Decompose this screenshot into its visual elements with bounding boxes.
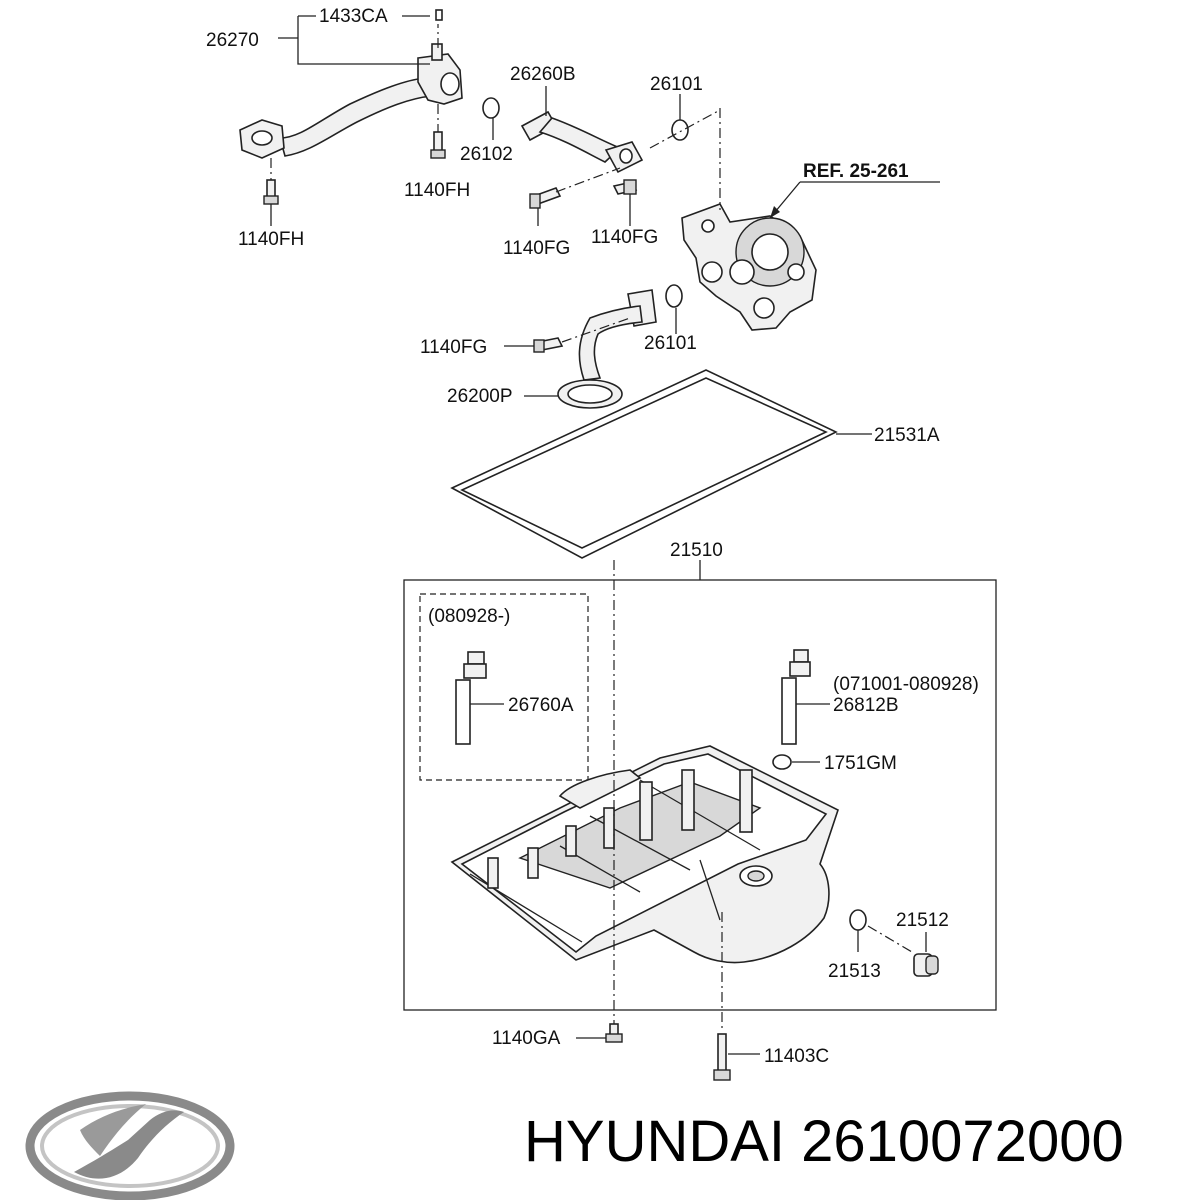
brand-caption: HYUNDAI 2610072000 — [524, 1109, 1124, 1174]
bolt-1140FG-right[interactable] — [612, 179, 638, 195]
label-1751GM: 1751GM — [824, 753, 897, 774]
bolt-1433CA[interactable] — [435, 9, 443, 21]
label-1140GA: 1140GA — [492, 1028, 561, 1049]
label-1140FG-left: 1140FG — [503, 238, 570, 259]
bolt-11403C[interactable] — [713, 1033, 731, 1081]
gasket-21531A[interactable] — [450, 369, 838, 559]
oil-pan-21510[interactable] — [450, 745, 839, 964]
oring-26101-mid[interactable] — [665, 284, 683, 308]
label-1140FG-strainer: 1140FG — [420, 337, 487, 358]
oring-26101-top[interactable] — [671, 119, 689, 141]
label-11403C: 11403C — [764, 1046, 829, 1067]
label-071001-080928: (071001-080928) — [833, 674, 979, 695]
label-ref-25-261: REF. 25-261 — [803, 161, 909, 182]
oil-tube-26260B[interactable] — [520, 110, 644, 174]
bolt-1140FH-left[interactable] — [263, 179, 279, 205]
label-21531A: 21531A — [874, 425, 940, 446]
label-26101-mid: 26101 — [644, 333, 697, 354]
label-26270: 26270 — [206, 30, 259, 51]
oil-strainer-26200P[interactable] — [557, 289, 657, 409]
label-21512: 21512 — [896, 910, 949, 931]
oil-pipe-26270[interactable] — [239, 43, 463, 159]
gasket-21513[interactable] — [849, 909, 867, 931]
label-1140FG-right: 1140FG — [591, 227, 658, 248]
label-26200P: 26200P — [447, 386, 513, 407]
gasket-26102[interactable] — [482, 97, 500, 119]
oring-1751GM[interactable] — [772, 754, 792, 770]
label-26102: 26102 — [460, 144, 513, 165]
label-26812B: 26812B — [833, 695, 899, 716]
label-26760A: 26760A — [508, 695, 574, 716]
dipstick-tube-26812B[interactable] — [781, 649, 811, 745]
label-1140FH-left: 1140FH — [238, 229, 304, 250]
bolt-1140FH-upper[interactable] — [430, 131, 446, 159]
bolt-1140GA[interactable] — [605, 1023, 623, 1043]
label-21513: 21513 — [828, 961, 881, 982]
label-1140FH-upper: 1140FH — [404, 180, 470, 201]
dipstick-tube-26760A[interactable] — [455, 651, 487, 745]
bolt-1140FG-strainer[interactable] — [533, 337, 564, 353]
assembly-box-21510 — [403, 560, 997, 1011]
bolt-1140FG-left[interactable] — [529, 187, 562, 209]
label-1433CA: 1433CA — [319, 6, 388, 27]
hyundai-logo — [25, 1091, 235, 1200]
label-21510: 21510 — [670, 540, 723, 561]
drain-plug-21512[interactable] — [913, 953, 939, 977]
label-26101-top: 26101 — [650, 74, 703, 95]
inset-box-080928 — [419, 593, 589, 781]
label-080928: (080928-) — [428, 606, 510, 627]
oil-pump-assembly[interactable] — [681, 203, 817, 331]
label-26260B: 26260B — [510, 64, 576, 85]
leader-26270 — [278, 15, 439, 65]
